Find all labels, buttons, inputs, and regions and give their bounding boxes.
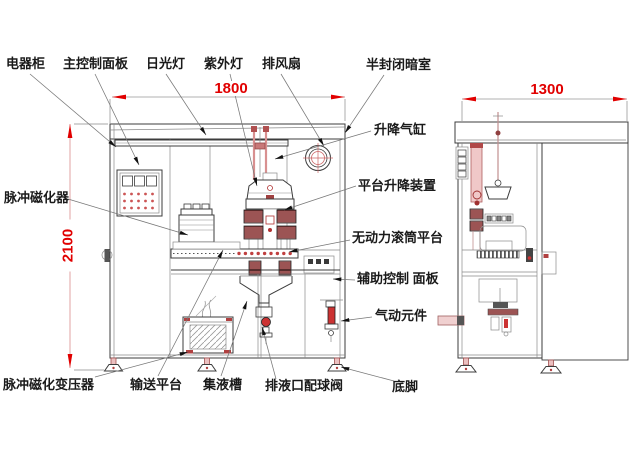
leader-pulse-magnetizer [67, 198, 189, 236]
dim-height: 2100 [60, 219, 77, 272]
auxiliary-control-panel-box [303, 255, 335, 274]
side-view-drawing [437, 112, 629, 374]
platform-lift-device [243, 172, 297, 254]
ball-valve [255, 302, 273, 344]
uv-lamp-cylinder [251, 126, 269, 180]
label-electrical-cabinet: 电器柜 [6, 56, 46, 71]
side-pneumatic-unit [487, 288, 519, 337]
main-control-panel-box [116, 169, 163, 217]
leader-semi-enclosed-darkroom [344, 74, 385, 134]
leader-platform-lift-device [283, 185, 357, 211]
dim-front-width: 1800 [206, 81, 256, 96]
side-center-rod [484, 112, 512, 200]
leader-pneumatic-components [340, 316, 373, 322]
label-platform-lift-device: 平台升降装置 [358, 178, 437, 193]
label-unpowered-roller-platform: 无动力滚筒平台 [352, 230, 444, 245]
leader-unpowered-roller-platform [288, 239, 351, 253]
leader-auxiliary-control-panel [332, 277, 356, 282]
label-main-control-panel: 主控制面板 [63, 56, 129, 71]
side-indicator-strip [455, 146, 469, 180]
side-lift-column [469, 143, 484, 250]
leader-electrical-cabinet [29, 73, 117, 148]
leader-foot [340, 366, 395, 382]
indicator-dots [123, 192, 154, 210]
leader-lift-cylinder [274, 130, 372, 160]
label-conveying-platform: 输送平台 [130, 377, 183, 392]
pneumatic-unit-front [320, 299, 343, 342]
collection-funnel [239, 275, 293, 304]
leader-main-control-panel [94, 73, 140, 166]
label-drain-with-ball-valve: 排液口配球阀 [265, 378, 344, 393]
label-fluorescent-lamp: 日光灯 [146, 56, 186, 71]
transformer-box [182, 295, 234, 354]
label-pulse-magnetizing-transformer: 脉冲磁化变压器 [3, 377, 95, 392]
label-foot: 底脚 [392, 379, 419, 394]
label-pulse-magnetizer: 脉冲磁化器 [4, 190, 70, 205]
leader-fluorescent-lamp [165, 73, 207, 136]
label-liquid-collection-tank: 集液槽 [203, 377, 243, 392]
dim-side-depth: 1300 [522, 82, 572, 97]
leader-conveying-platform [157, 249, 224, 377]
front-feet [103, 357, 347, 372]
side-feet [454, 357, 563, 374]
leader-exhaust-fan [280, 73, 325, 147]
leader-liquid-collection-tank [220, 300, 248, 377]
side-platform [462, 248, 557, 275]
front-view-drawing [101, 123, 347, 372]
side-roller-row [484, 213, 514, 224]
pulse-magnetizer-tank [172, 203, 241, 250]
label-exhaust-fan: 排风扇 [262, 56, 302, 71]
label-auxiliary-control-panel: 辅助控制 面板 [357, 271, 439, 286]
exhaust-fan-symbol [303, 143, 333, 173]
label-pneumatic-components: 气动元件 [375, 308, 428, 323]
roller-dots [237, 251, 292, 256]
side-conveyor-stub [437, 315, 465, 326]
label-semi-enclosed-darkroom: 半封闭暗室 [366, 57, 432, 72]
door-handle [101, 249, 113, 262]
label-lift-cylinder: 升降气缸 [374, 122, 427, 137]
side-right-panel [541, 142, 629, 361]
leader-drain-with-ball-valve [261, 326, 277, 380]
label-uv-lamp: 紫外灯 [204, 56, 244, 71]
leader-lines [29, 73, 395, 382]
leader-pulse-magnetizing-transformer [94, 351, 189, 378]
